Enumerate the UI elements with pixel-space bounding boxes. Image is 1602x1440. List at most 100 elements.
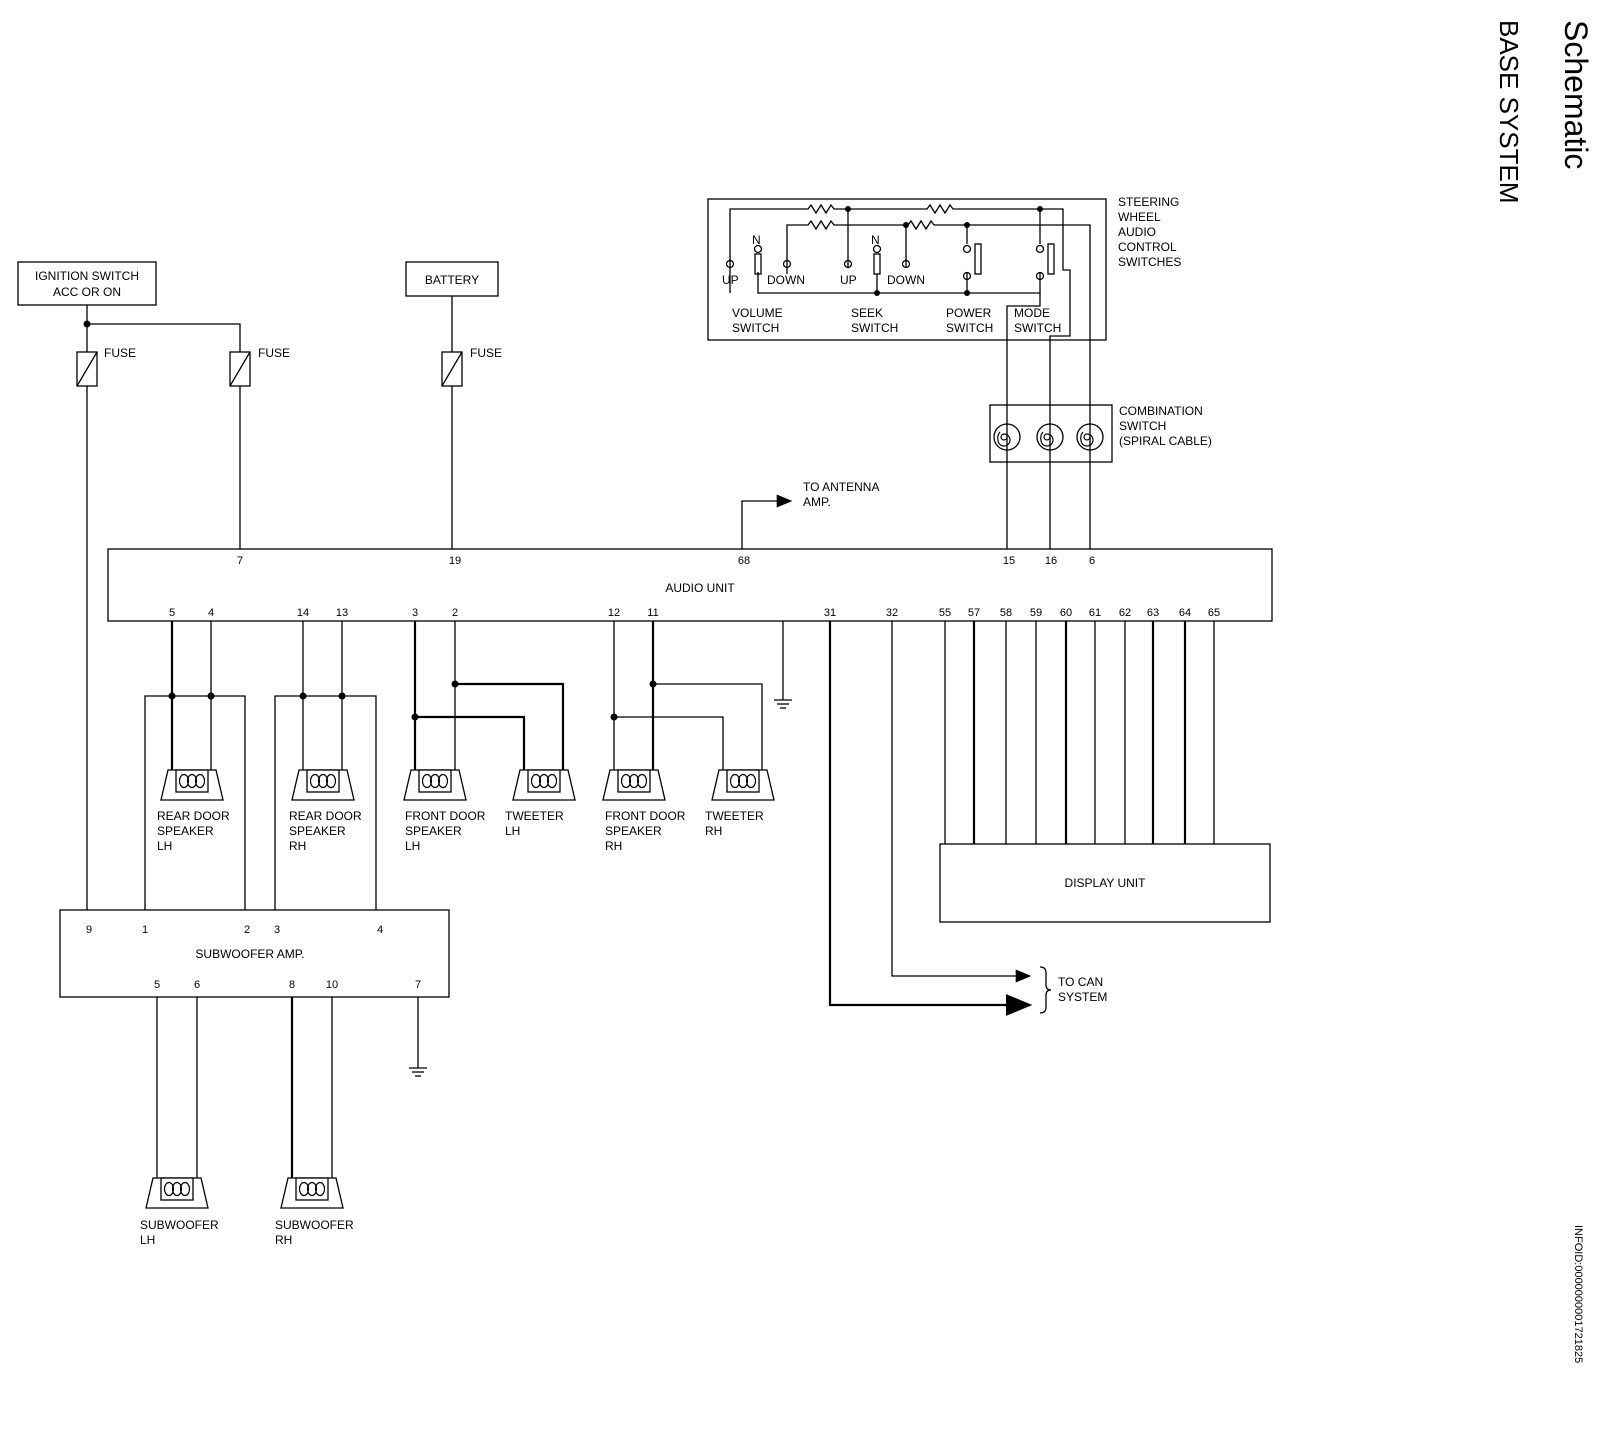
tweeter-lh-icon <box>512 769 576 801</box>
volume-switch-label: VOLUME <box>732 306 783 320</box>
display-unit-box <box>939 843 1271 923</box>
steering-label-2: WHEEL <box>1118 210 1161 224</box>
audio-pin-7: 7 <box>237 555 243 567</box>
rear-door-speaker-lh-icon <box>160 769 224 801</box>
audio-pin-16: 16 <box>1045 555 1057 567</box>
sub-rh-label-2: RH <box>275 1233 292 1247</box>
audio-pin-60: 60 <box>1060 607 1072 619</box>
audio-pin-14: 14 <box>297 607 309 619</box>
audio-pin-15: 15 <box>1003 555 1015 567</box>
steering-label-1: STEERING <box>1118 195 1179 209</box>
can-label-2: SYSTEM <box>1058 990 1107 1004</box>
tweeter-rh-icon <box>711 769 775 801</box>
rear-lh-label-1: REAR DOOR <box>157 809 230 823</box>
volume-down-label: DOWN <box>767 273 805 287</box>
audio-unit-box <box>107 548 1273 622</box>
front-lh-label-1: FRONT DOOR <box>405 809 486 823</box>
front-door-speaker-rh-icon <box>602 769 666 801</box>
seek-switch-label-2: SWITCH <box>851 321 898 335</box>
subwoofer-amp-box <box>59 909 450 998</box>
audio-pin-59: 59 <box>1030 607 1042 619</box>
steering-label-5: SWITCHES <box>1118 255 1181 269</box>
rear-rh-label-3: RH <box>289 839 306 853</box>
sub-amp-pin-5: 5 <box>154 979 160 991</box>
fuse-1-icon <box>76 351 98 387</box>
seek-switch-label: SEEK <box>851 306 883 320</box>
antenna-label-2: AMP. <box>803 495 831 509</box>
tweeter-rh-label-2: RH <box>705 824 722 838</box>
volume-n-label: N <box>752 233 761 247</box>
sub-amp-pin-4: 4 <box>377 924 383 936</box>
audio-pin-4: 4 <box>208 607 214 619</box>
audio-pin-55: 55 <box>939 607 951 619</box>
volume-switch-label-2: SWITCH <box>732 321 779 335</box>
sub-rh-label-1: SUBWOOFER <box>275 1218 354 1232</box>
audio-pin-12: 12 <box>608 607 620 619</box>
audio-pin-58: 58 <box>1000 607 1012 619</box>
audio-pin-62: 62 <box>1119 607 1131 619</box>
rear-lh-label-3: LH <box>157 839 172 853</box>
antenna-label-1: TO ANTENNA <box>803 480 879 494</box>
display-unit-label: DISPLAY UNIT <box>1065 876 1147 890</box>
sub-amp-pin-8: 8 <box>289 979 295 991</box>
can-label-1: TO CAN <box>1058 975 1103 989</box>
steering-switches-box <box>707 198 1107 341</box>
audio-pin-19: 19 <box>449 555 461 567</box>
tweeter-lh-label-2: LH <box>505 824 520 838</box>
audio-pin-57: 57 <box>968 607 980 619</box>
audio-pin-31: 31 <box>824 607 836 619</box>
sub-amp-pin-3: 3 <box>274 924 280 936</box>
sub-amp-pin-1: 1 <box>142 924 148 936</box>
audio-pin-5: 5 <box>169 607 175 619</box>
audio-pin-32: 32 <box>886 607 898 619</box>
rear-rh-label-2: SPEAKER <box>289 824 346 838</box>
front-rh-label-1: FRONT DOOR <box>605 809 686 823</box>
audio-unit-label: AUDIO UNIT <box>665 581 735 595</box>
audio-pin-6: 6 <box>1089 555 1095 567</box>
seek-up-label: UP <box>840 273 857 287</box>
audio-pin-13: 13 <box>336 607 348 619</box>
page-title: Schematic <box>1558 20 1594 169</box>
front-lh-label-3: LH <box>405 839 420 853</box>
subwoofer-lh-icon <box>145 1177 209 1209</box>
combination-label-2: SWITCH <box>1119 419 1166 433</box>
tweeter-rh-label-1: TWEETER <box>705 809 764 823</box>
ignition-switch-mode: ACC OR ON <box>53 285 121 299</box>
audio-pin-2: 2 <box>452 607 458 619</box>
combination-switch-box <box>989 404 1113 463</box>
power-switch-label: POWER <box>946 306 992 320</box>
sub-amp-pin-7: 7 <box>415 979 421 991</box>
sub-lh-label-2: LH <box>140 1233 155 1247</box>
sub-amp-ground-icon <box>408 1067 428 1077</box>
fuse-2-label: FUSE <box>258 346 290 360</box>
battery-label: BATTERY <box>425 273 479 287</box>
sub-lh-label-1: SUBWOOFER <box>140 1218 219 1232</box>
rear-door-speaker-rh-icon <box>291 769 355 801</box>
seek-n-label: N <box>871 233 880 247</box>
subwoofer-rh-icon <box>280 1177 344 1209</box>
rear-lh-label-2: SPEAKER <box>157 824 214 838</box>
mode-switch-label: MODE <box>1014 306 1050 320</box>
audio-pin-63: 63 <box>1147 607 1159 619</box>
fuse-3-label: FUSE <box>470 346 502 360</box>
front-door-speaker-lh-icon <box>403 769 467 801</box>
combination-label-1: COMBINATION <box>1119 404 1203 418</box>
audio-pin-61: 61 <box>1089 607 1101 619</box>
audio-pin-68: 68 <box>738 555 750 567</box>
fuse-2-icon <box>229 351 251 387</box>
audio-pin-11: 11 <box>647 607 658 619</box>
mode-switch-label-2: SWITCH <box>1014 321 1061 335</box>
rear-rh-label-1: REAR DOOR <box>289 809 362 823</box>
tweeter-lh-label-1: TWEETER <box>505 809 564 823</box>
info-id: INFOID:0000000001721825 <box>1572 1225 1584 1363</box>
fuse-1-label: FUSE <box>104 346 136 360</box>
ignition-switch-label: IGNITION SWITCH <box>35 269 139 283</box>
power-switch-label-2: SWITCH <box>946 321 993 335</box>
fuse-3-icon <box>441 351 463 387</box>
audio-ground-icon <box>773 699 793 709</box>
sub-amp-pin-9: 9 <box>86 924 92 936</box>
audio-pin-65: 65 <box>1208 607 1220 619</box>
steering-label-4: CONTROL <box>1118 240 1177 254</box>
page-subtitle: BASE SYSTEM <box>1494 20 1524 204</box>
